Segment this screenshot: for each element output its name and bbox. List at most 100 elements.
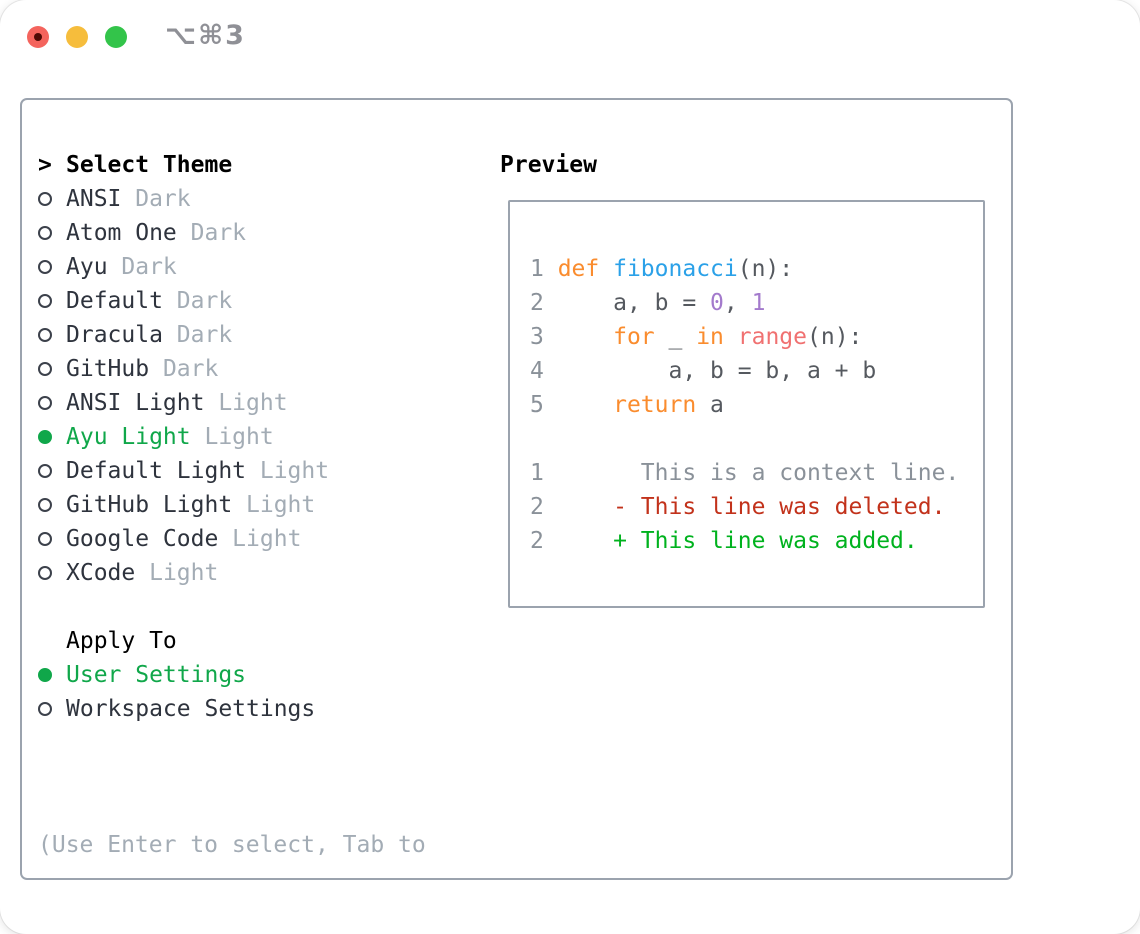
theme-option-github[interactable]: GitHub Dark: [38, 352, 329, 386]
code-token-plain: a, b =: [557, 290, 711, 316]
code-token-plain: (n):: [807, 324, 863, 350]
apply-to-title: Apply To: [66, 628, 177, 654]
option-label: Dracula: [66, 322, 163, 348]
option-variant-label: Dark: [176, 220, 247, 246]
code-token-call: range: [737, 324, 807, 350]
code-line: 2 a, b = 0, 1: [530, 286, 959, 320]
code-token-function: fibonacci: [613, 256, 738, 282]
radio-selected-icon: [38, 430, 52, 444]
select-theme-title: Select Theme: [66, 152, 233, 178]
line-number: 2: [530, 528, 558, 554]
line-number: 4: [530, 358, 558, 384]
radio-icon: [38, 226, 52, 240]
option-label: GitHub: [66, 356, 150, 382]
option-variant-label: Light: [246, 458, 330, 484]
minimize-button[interactable]: [66, 26, 88, 48]
radio-icon: [38, 498, 52, 512]
theme-option-atom-one[interactable]: Atom One Dark: [38, 216, 329, 250]
radio-selected-icon: [38, 668, 52, 682]
option-variant-label: Light: [190, 424, 274, 450]
theme-option-ayu-light[interactable]: Ayu Light Light: [38, 420, 329, 454]
radio-icon: [38, 192, 52, 206]
apply-to-section: Apply To User Settings Workspace Setting…: [38, 624, 315, 726]
help-text: (Use Enter to select, Tab to change focu…: [38, 760, 426, 934]
option-label: Google Code: [66, 526, 219, 552]
zoom-button[interactable]: [105, 26, 127, 48]
option-variant-label: Light: [218, 526, 302, 552]
focus-caret-icon: >: [38, 152, 52, 178]
option-label: ANSI: [66, 186, 122, 212]
option-label: Workspace Settings: [66, 696, 316, 722]
radio-icon: [38, 566, 52, 580]
code-token-context: This is a context line.: [557, 460, 960, 486]
option-variant-label: Dark: [162, 322, 233, 348]
option-label: ANSI Light: [66, 390, 205, 416]
theme-option-default[interactable]: Default Dark: [38, 284, 329, 318]
theme-option-github-light[interactable]: GitHub Light Light: [38, 488, 329, 522]
radio-icon: [38, 362, 52, 376]
radio-icon: [38, 464, 52, 478]
code-line: 5 return a: [530, 388, 959, 422]
theme-option-dracula[interactable]: Dracula Dark: [38, 318, 329, 352]
code-token-keyword: return: [613, 392, 697, 418]
code-token-keyword: for: [613, 324, 655, 350]
code-token-plain: [724, 324, 738, 350]
theme-option-ansi[interactable]: ANSI Dark: [38, 182, 329, 216]
preview-title: Preview: [500, 152, 597, 178]
radio-icon: [38, 294, 52, 308]
option-variant-label: Light: [204, 390, 288, 416]
code-token-keyword: in: [696, 324, 724, 350]
apply-option-workspace-settings[interactable]: Workspace Settings: [38, 692, 315, 726]
option-label: Ayu: [66, 254, 108, 280]
line-number: 2: [530, 290, 558, 316]
line-number: 1: [530, 256, 558, 282]
option-label: Default Light: [66, 458, 247, 484]
code-line: 2 + This line was added.: [530, 524, 959, 558]
radio-icon: [38, 396, 52, 410]
option-variant-label: Light: [232, 492, 316, 518]
option-label: XCode: [66, 560, 136, 586]
radio-icon: [38, 260, 52, 274]
code-token-plain: [599, 256, 613, 282]
theme-option-xcode[interactable]: XCode Light: [38, 556, 329, 590]
option-variant-label: Dark: [162, 288, 233, 314]
select-theme-header: > Select Theme: [38, 148, 329, 182]
window-title-shortcut: ⌥⌘3: [165, 20, 246, 51]
code-token-plain: a, b = b, a + b: [557, 358, 877, 384]
code-token-plain: _: [654, 324, 697, 350]
code-token-plain: ,: [723, 290, 752, 316]
help-line-2: change focus): [38, 930, 426, 934]
code-token-keyword: def: [557, 256, 600, 282]
help-line-1: (Use Enter to select, Tab to: [38, 832, 426, 858]
close-button[interactable]: [27, 26, 49, 48]
option-label: Atom One: [66, 220, 177, 246]
code-token-number: 1: [751, 290, 766, 316]
code-token-deleted: - This line was deleted.: [557, 494, 946, 520]
apply-to-header: Apply To: [38, 624, 315, 658]
theme-list: > Select Theme ANSI Dark Atom One Dark A…: [38, 148, 329, 590]
code-token-plain: [558, 324, 613, 350]
theme-option-google-code[interactable]: Google Code Light: [38, 522, 329, 556]
option-variant-label: Dark: [107, 254, 177, 280]
line-number: 1: [530, 460, 558, 486]
apply-option-user-settings[interactable]: User Settings: [38, 658, 315, 692]
code-token-plain: (n):: [737, 256, 794, 282]
theme-option-ayu[interactable]: Ayu Dark: [38, 250, 329, 284]
theme-option-ansi-light[interactable]: ANSI Light Light: [38, 386, 329, 420]
code-line: 4 a, b = b, a + b: [530, 354, 959, 388]
code-line: 3 for _ in range(n):: [530, 320, 959, 354]
radio-icon: [38, 328, 52, 342]
option-variant-label: Light: [135, 560, 219, 586]
option-label: User Settings: [66, 662, 247, 688]
radio-icon: [38, 702, 52, 716]
line-number: 2: [530, 494, 558, 520]
option-label: GitHub Light: [66, 492, 233, 518]
theme-picker-panel: > Select Theme ANSI Dark Atom One Dark A…: [20, 98, 1013, 880]
theme-option-default-light[interactable]: Default Light Light: [38, 454, 329, 488]
radio-icon: [38, 532, 52, 546]
line-number: 5: [530, 392, 558, 418]
traffic-lights: [27, 26, 127, 48]
